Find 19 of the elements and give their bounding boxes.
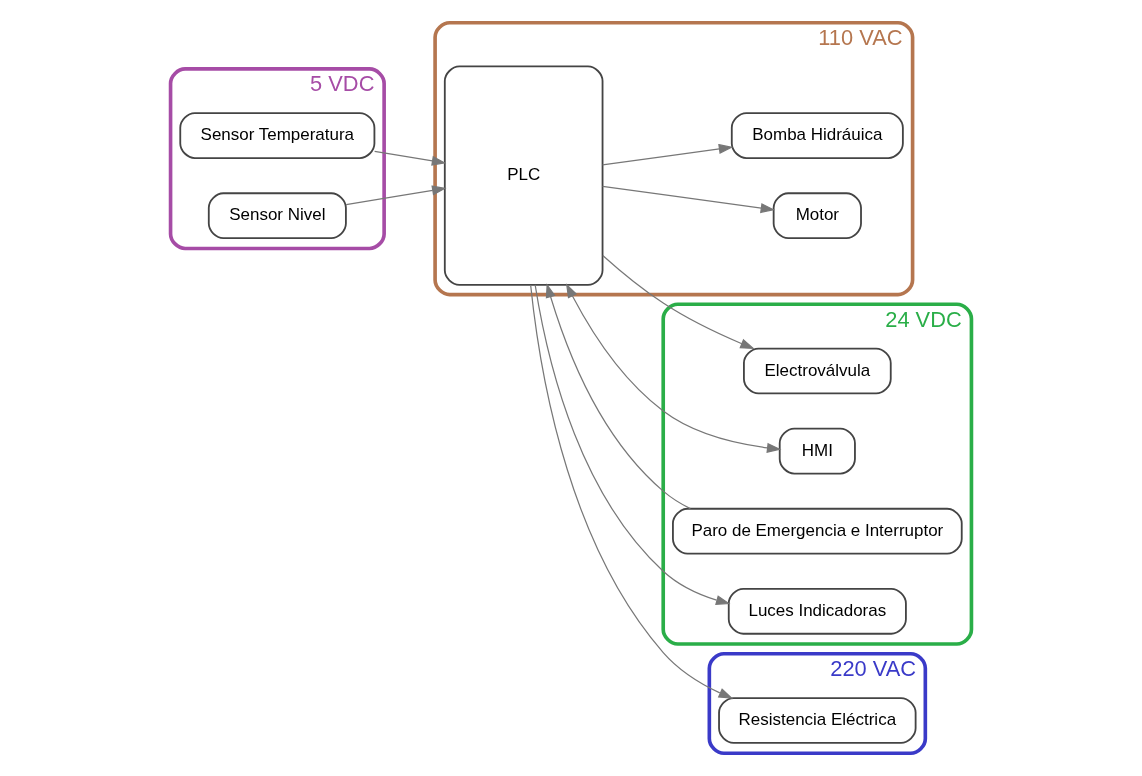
node-box: Resistencia Eléctrica — [718, 697, 917, 744]
node-box: PLC — [443, 65, 604, 286]
arrow — [601, 143, 734, 166]
node-box: Sensor Nivel — [207, 192, 347, 240]
arrow — [545, 283, 691, 510]
node-box: Luces Indicadoras — [727, 587, 907, 635]
arrow — [601, 185, 776, 214]
arrow — [374, 150, 447, 166]
node-box: Electroválvula — [743, 347, 892, 395]
arrow — [565, 283, 782, 453]
node-box: HMI — [778, 427, 856, 475]
arrow — [602, 254, 755, 350]
node-box: Motor — [772, 192, 862, 240]
arrow — [534, 284, 731, 606]
node-box: Bomba Hidráuica — [730, 112, 904, 159]
node-box: Paro de Emergencia e Interruptor — [672, 507, 963, 555]
arrow — [530, 284, 734, 699]
arrow — [345, 185, 447, 206]
node-box: Sensor Temperatura — [179, 112, 376, 159]
